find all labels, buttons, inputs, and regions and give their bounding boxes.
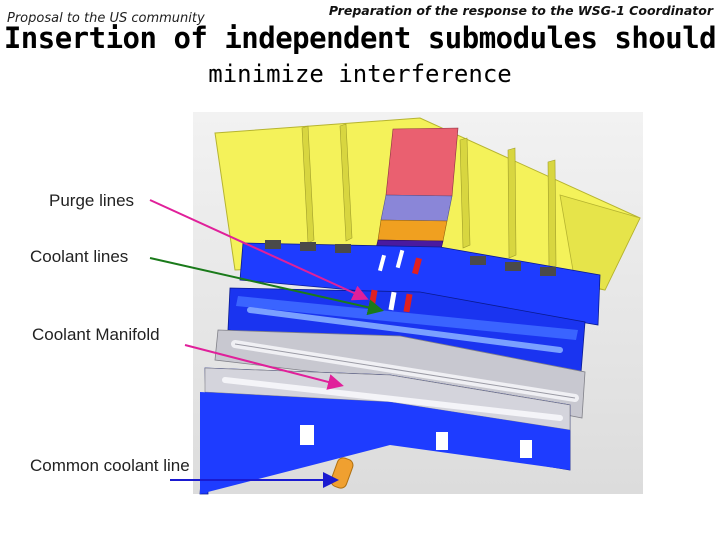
coolant-lines-label: Coolant lines — [30, 247, 129, 266]
purge-lines-label: Purge lines — [49, 191, 135, 210]
common-coolant-line-label: Common coolant line — [30, 456, 190, 475]
coolant-manifold-label: Coolant Manifold — [32, 325, 160, 344]
header-left-text: Proposal to the US community — [7, 11, 205, 26]
coolant-lines-arrow — [149, 257, 384, 316]
blue-module-rear — [239, 240, 601, 326]
sensor-stack — [372, 127, 459, 263]
blue-module-front — [199, 367, 571, 495]
header-right-text: Preparation of the response to the WSG-1… — [328, 3, 713, 18]
purge-lines-arrow — [149, 199, 369, 301]
page-title-line2: minimize interference — [208, 60, 512, 88]
page-title-line1: Insertion of independent submodules shou… — [3, 21, 717, 55]
coolant-manifold-arrow — [184, 344, 344, 390]
